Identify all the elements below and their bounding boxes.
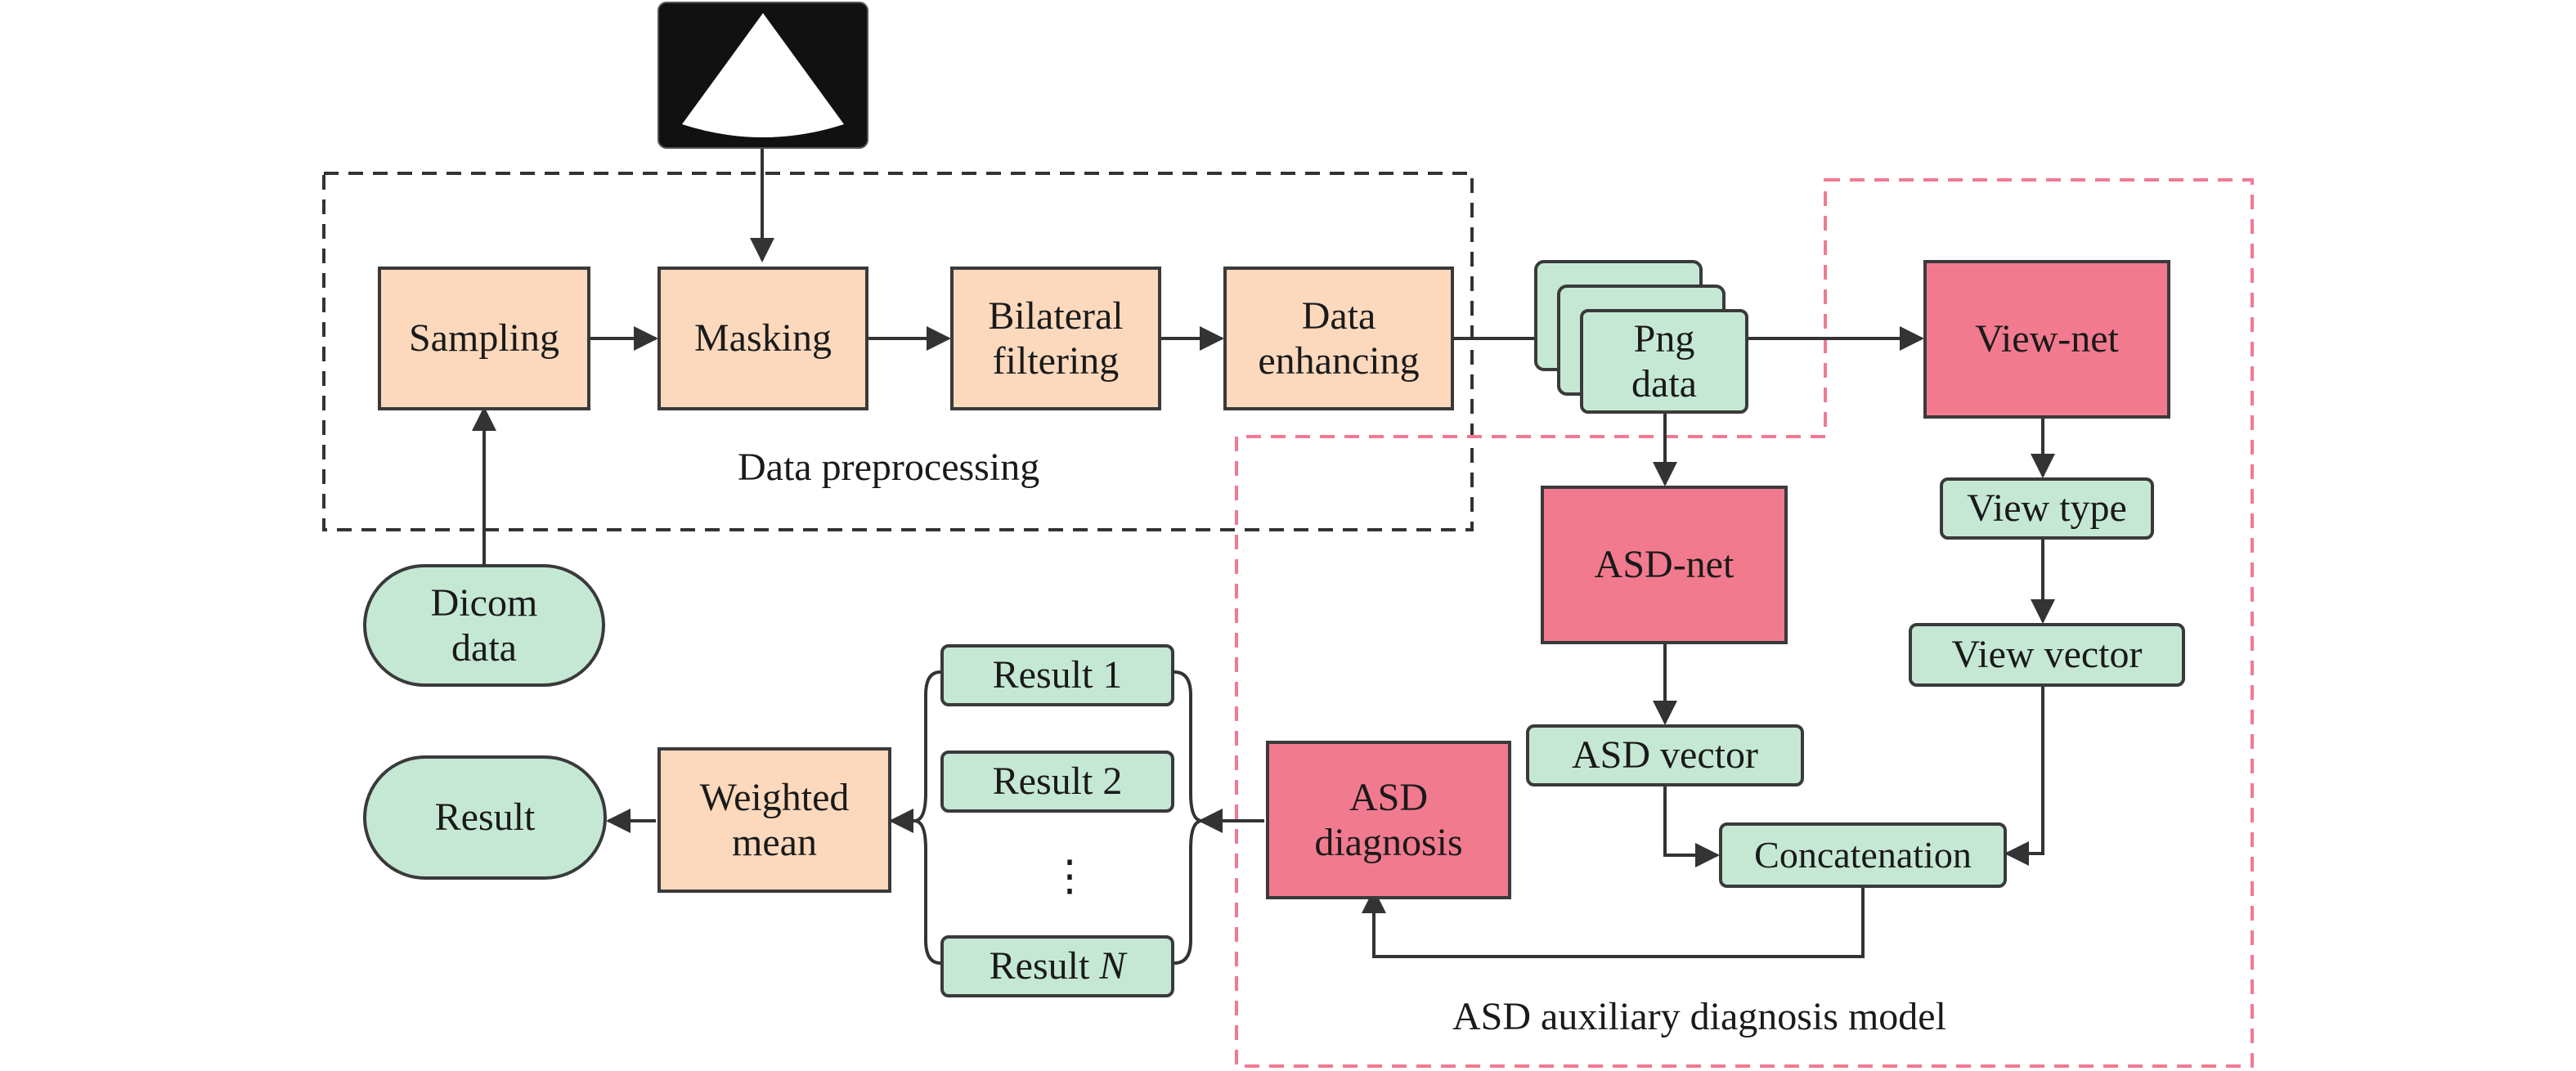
result-n-prefix: Result xyxy=(989,944,1100,988)
sampling-step: Sampling xyxy=(378,267,590,410)
view-type: View type xyxy=(1940,477,2154,540)
arrow-viewvector-to-concat xyxy=(2004,687,2044,866)
view-net: View-net xyxy=(1923,260,2170,419)
asd-vector: ASD vector xyxy=(1526,724,1804,786)
model-label: ASD auxiliary diagnosis model xyxy=(1452,995,1946,1038)
arrow-concat-to-diagnosis xyxy=(1362,888,1865,958)
preprocessing-label: Data preprocessing xyxy=(738,446,1040,489)
results-right-brace xyxy=(1174,670,1203,965)
concatenation: Concatenation xyxy=(1719,822,2007,888)
result-1: Result 1 xyxy=(940,644,1174,706)
preprocessing-region xyxy=(322,172,1474,531)
final-result: Result xyxy=(363,755,607,880)
data-enhancing-step: Data enhancing xyxy=(1223,267,1454,410)
results-left-brace xyxy=(913,670,941,965)
result-n-variable: N xyxy=(1099,944,1126,988)
arrow-asdvector-to-concat xyxy=(1663,786,1720,867)
view-vector: View vector xyxy=(1909,623,2185,687)
ultrasound-sector-mask-icon xyxy=(657,2,868,149)
results-ellipsis: ⋮ xyxy=(1048,854,1091,900)
asd-diagnosis: ASD diagnosis xyxy=(1266,741,1511,899)
asd-net: ASD-net xyxy=(1541,486,1788,644)
bilateral-filtering-step: Bilateral filtering xyxy=(950,267,1161,410)
weighted-mean: Weighted mean xyxy=(657,747,891,893)
masking-step: Masking xyxy=(657,267,868,410)
result-2: Result 2 xyxy=(940,751,1174,813)
model-region xyxy=(1235,178,2254,1068)
result-n: Result N xyxy=(940,935,1174,997)
dicom-data-input: Dicom data xyxy=(363,564,605,687)
png-data: Png data xyxy=(1580,309,1748,414)
